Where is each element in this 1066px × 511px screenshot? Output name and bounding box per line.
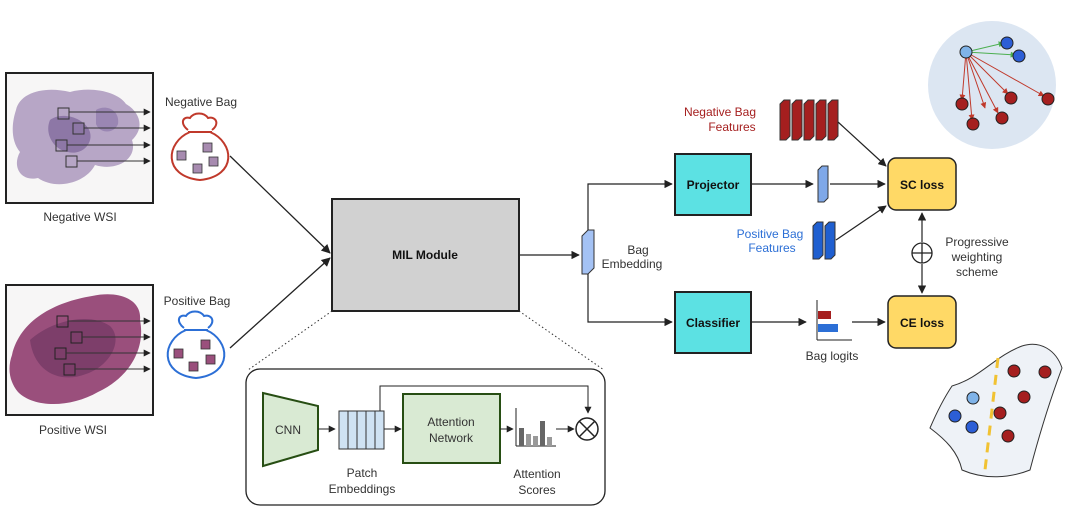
mil-module-box: [331, 198, 520, 312]
arrow-embedding-to-classifier: [587, 274, 673, 327]
zoom-line-right: [518, 310, 605, 371]
mil-module-label: MIL Module: [392, 248, 458, 262]
attention-scores-label-1: Attention: [513, 467, 560, 481]
progressive-label-1: Progressive: [945, 235, 1009, 249]
bag-logits-label: Bag logits: [806, 349, 859, 363]
sc-loss-label: SC loss: [900, 178, 944, 192]
product-operator-icon: [575, 417, 599, 441]
sc-loss-box: [887, 157, 957, 211]
classifier-box: [674, 291, 752, 354]
bag-embedding-label-1: Bag: [627, 243, 648, 257]
positive-wsi-label: Positive WSI: [39, 423, 107, 437]
bag-embedding-bar: [581, 229, 595, 275]
negative-wsi-label: Negative WSI: [43, 210, 116, 224]
progressive-label-3: scheme: [956, 265, 998, 279]
projector-label: Projector: [687, 178, 740, 192]
positive-bag-label: Positive Bag: [164, 294, 231, 308]
negative-wsi-image: [5, 72, 154, 204]
positive-bag-icon: [166, 310, 226, 380]
projected-feature-bar: [817, 165, 829, 203]
negative-bag-icon: [170, 112, 230, 182]
attention-network-label-1: Attention: [427, 415, 474, 429]
classification-illustration: [929, 343, 1063, 478]
positive-wsi-image: [5, 284, 154, 416]
patch-embeddings-label-1: Patch: [347, 466, 378, 480]
contrastive-illustration: [928, 21, 1056, 149]
arrow-negative-bag-to-mil: [229, 155, 331, 254]
ce-loss-box: [887, 295, 957, 349]
attention-network-label-2: Network: [429, 431, 474, 445]
negative-bag-label: Negative Bag: [165, 95, 237, 109]
positive-bag-features-stack: [812, 221, 836, 260]
positive-bag-features-label-2: Features: [748, 241, 795, 255]
arrow-positive-features-to-sc-loss: [835, 205, 887, 241]
arrow-negative-features-to-sc-loss: [837, 121, 887, 167]
negative-bag-features-stack: [779, 99, 839, 141]
attention-scores-label-2: Scores: [518, 483, 555, 497]
progressive-label-2: weighting: [951, 250, 1003, 264]
cnn-shape: [262, 391, 319, 468]
arrow-skip-to-product: [379, 385, 592, 414]
attention-scores-bars: [515, 408, 556, 447]
patch-embeddings-stack: [338, 410, 385, 450]
bag-logits-chart: [816, 300, 852, 341]
zoom-line-left: [247, 310, 333, 371]
arrow-positive-bag-to-mil: [229, 257, 331, 349]
ce-loss-label: CE loss: [900, 316, 944, 330]
arrow-embedding-to-projector: [587, 179, 673, 230]
patch-embeddings-label-2: Embeddings: [329, 482, 396, 496]
negative-bag-features-label-2: Features: [708, 120, 755, 134]
cnn-label: CNN: [275, 423, 301, 437]
classifier-label: Classifier: [686, 316, 740, 330]
attention-network-box: [402, 393, 501, 464]
plus-operator-icon: [911, 242, 933, 264]
negative-bag-features-label-1: Negative Bag: [684, 105, 756, 119]
projector-box: [674, 153, 752, 216]
positive-bag-features-label-1: Positive Bag: [737, 227, 804, 241]
bag-embedding-label-2: Embedding: [602, 257, 663, 271]
